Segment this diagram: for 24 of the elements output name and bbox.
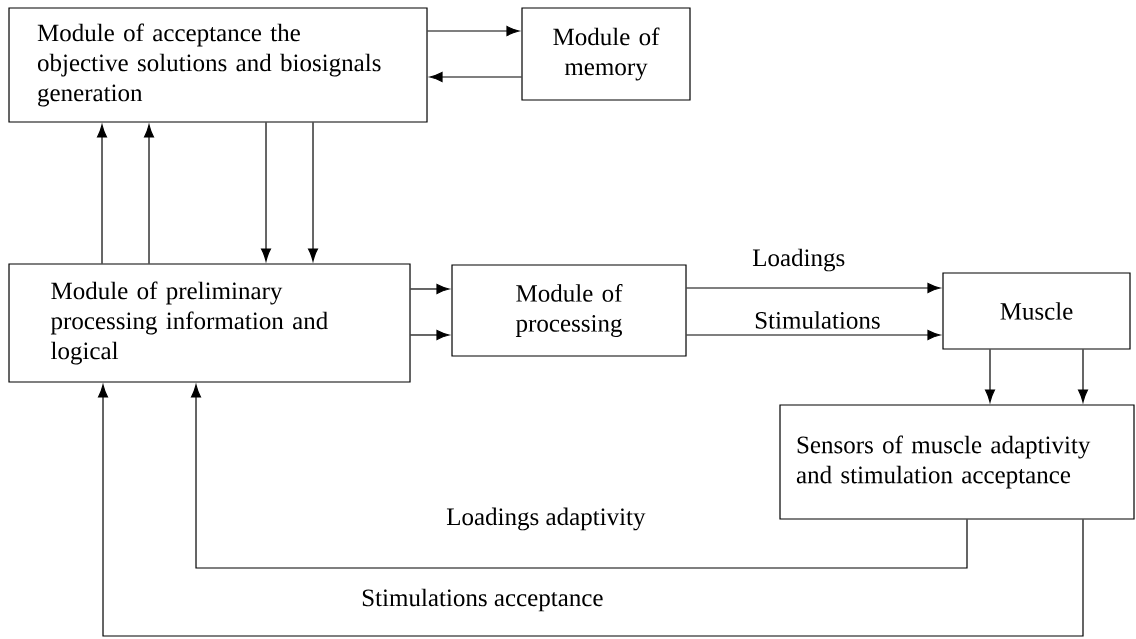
arrow	[984, 349, 996, 403]
arrow	[307, 122, 319, 262]
module-box: Sensors of muscle adaptivity and stimulation acceptance	[779, 404, 1135, 520]
module-box: Module of preliminary processing information and logical	[8, 263, 411, 383]
module-box: Module of memory	[521, 7, 691, 101]
edge-label: Loadings	[751, 247, 847, 273]
arrow	[410, 329, 450, 341]
module-box: Module of acceptance the objective solutions and biosignals generation	[8, 7, 428, 123]
module-box: Module of processing	[451, 264, 687, 357]
arrow	[190, 384, 968, 569]
edge-label: Stimulations acceptance	[360, 587, 605, 613]
module-box: Muscle	[942, 272, 1131, 350]
arrow	[143, 124, 155, 264]
arrow	[96, 124, 108, 264]
arrow	[686, 282, 941, 294]
arrow	[686, 329, 941, 341]
edge-label: Loadings adaptivity	[445, 506, 647, 532]
arrow	[260, 122, 272, 262]
edge-label: Stimulations	[753, 310, 882, 330]
arrow	[410, 283, 450, 295]
arrow	[429, 71, 522, 83]
arrow	[1077, 349, 1089, 403]
arrow	[97, 384, 1084, 637]
arrow	[427, 25, 520, 37]
